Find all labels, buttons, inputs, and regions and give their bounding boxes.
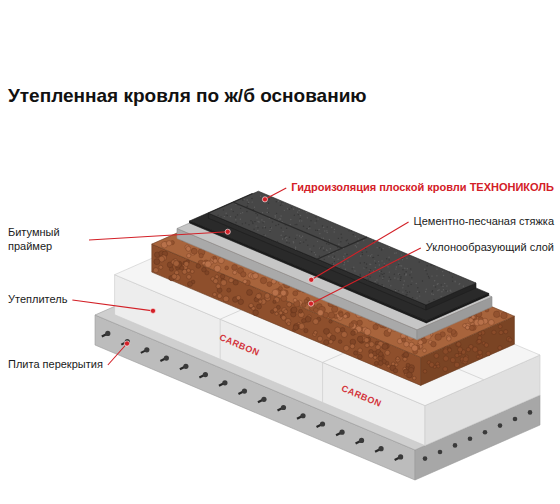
- rebar-end: [378, 446, 383, 451]
- leader-line: [311, 248, 421, 304]
- leader-dot: [225, 229, 230, 234]
- rebar-end: [453, 443, 458, 448]
- board-seam: [322, 362, 323, 402]
- leader-line: [265, 188, 286, 199]
- rebar-end: [164, 356, 169, 361]
- leader-line: [311, 222, 408, 280]
- leader-dot: [262, 197, 267, 202]
- callout-label: Цементно-песчаная стяжка: [412, 215, 556, 229]
- callout-label: Уклонообразующий слой: [424, 241, 556, 255]
- callout-label: Утеплитель: [6, 293, 69, 307]
- leader-dot: [150, 308, 155, 313]
- leader-line: [72, 300, 153, 311]
- rebar-end: [222, 380, 227, 385]
- rebar-end: [261, 397, 266, 402]
- rebar-end: [513, 417, 518, 422]
- rebar-end: [468, 437, 473, 442]
- rebar-end: [359, 438, 364, 443]
- rebar-end: [498, 423, 503, 428]
- callout-label: Плита перекрытия: [6, 358, 105, 372]
- rebar-end: [339, 430, 344, 435]
- rebar-end: [300, 413, 305, 418]
- rebar-end: [438, 450, 443, 455]
- rebar-end: [105, 331, 110, 336]
- leader-line: [89, 232, 228, 240]
- brand-print: CARBON: [218, 332, 262, 359]
- rebar-end: [203, 372, 208, 377]
- rebar-end: [528, 410, 533, 415]
- leader-dot: [308, 301, 313, 306]
- rebar-end: [183, 364, 188, 369]
- layers: [95, 191, 540, 480]
- callout-label: Гидроизоляция плоской кровли ТЕХНОНИКОЛЬ: [289, 181, 556, 195]
- leader-line: [108, 344, 127, 366]
- title: Утепленная кровля по ж/б основанию: [8, 84, 367, 108]
- rebar-end: [144, 347, 149, 352]
- rebar-end: [281, 405, 286, 410]
- rebar-end: [398, 454, 403, 459]
- rebar-end: [242, 388, 247, 393]
- leader-dot: [309, 277, 314, 282]
- rebar-end: [483, 430, 488, 435]
- leader-dot: [124, 341, 129, 346]
- brand-print: CARBON: [339, 383, 383, 410]
- callout-label: Битумный праймер: [6, 226, 86, 254]
- rebar-end: [320, 421, 325, 426]
- leader-lines: [72, 188, 420, 365]
- rebar-end: [423, 456, 428, 461]
